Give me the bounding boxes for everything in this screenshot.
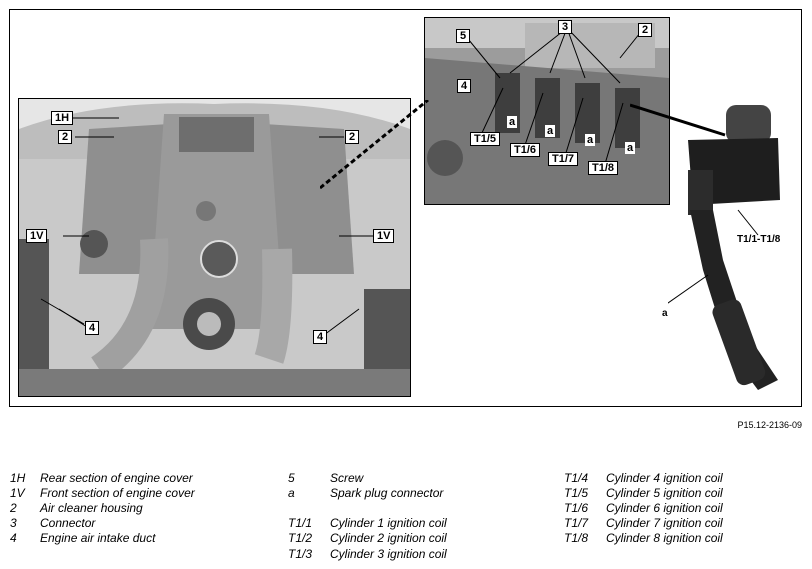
legend-item: 1H Rear section of engine cover — [10, 470, 195, 485]
coil-plug-label: a — [662, 308, 668, 319]
legend-item: T1/4 Cylinder 4 ignition coil — [564, 470, 723, 485]
legend-code: T1/8 — [564, 531, 589, 546]
legend-item: T1/6 Cylinder 6 ignition coil — [564, 500, 723, 515]
legend-code: T1/4 — [564, 470, 589, 485]
legend-code: a — [288, 485, 295, 500]
legend-text: Engine air intake duct — [40, 531, 156, 546]
legend-item: 2 Air cleaner housing — [10, 500, 195, 515]
legend-code: 4 — [10, 531, 17, 546]
detail-label-t16: T1/6 — [510, 143, 541, 157]
coil-range-label: T1/1-T1/8 — [737, 234, 781, 245]
label-1v-right: 1V — [373, 229, 395, 243]
legend-code: 1V — [10, 485, 25, 500]
legend-item: 3 Connector — [10, 516, 195, 531]
legend-column-1: 1H Rear section of engine cover 1V Front s… — [10, 470, 195, 546]
legend-item: T1/3 Cylinder 3 ignition coil — [288, 546, 447, 561]
legend-code: T1/2 — [288, 531, 313, 546]
legend-item: 5 Screw — [288, 470, 447, 485]
label-2-left: 2 — [58, 130, 73, 144]
legend-text: Cylinder 6 ignition coil — [606, 500, 723, 515]
legend-text: Air cleaner housing — [40, 500, 143, 515]
detail-label-4: 4 — [457, 79, 472, 93]
legend-text: Cylinder 5 ignition coil — [606, 485, 723, 500]
legend-text: Cylinder 3 ignition coil — [330, 546, 447, 561]
legend-text: Spark plug connector — [330, 485, 444, 500]
legend-code: 3 — [10, 516, 17, 531]
label-1h: 1H — [51, 111, 74, 125]
legend-code: 1H — [10, 470, 26, 485]
detail-label-t18: T1/8 — [588, 161, 619, 175]
detail-label-a-4: a — [625, 142, 636, 154]
label-4-right: 4 — [313, 330, 328, 344]
label-4-left: 4 — [85, 321, 100, 335]
ignition-coil-photo — [668, 100, 800, 400]
legend-item: T1/5 Cylinder 5 ignition coil — [564, 485, 723, 500]
legend-spacer — [288, 500, 447, 515]
legend-code: T1/1 — [288, 516, 313, 531]
legend-item: T1/7 Cylinder 7 ignition coil — [564, 516, 723, 531]
engine-overview-photo — [18, 98, 411, 397]
zoom-connector-right — [630, 103, 726, 137]
legend-text: Cylinder 2 ignition coil — [330, 531, 447, 546]
legend-code: T1/5 — [564, 485, 589, 500]
detail-label-3: 3 — [558, 20, 573, 34]
detail-label-a-1: a — [507, 116, 518, 128]
detail-label-a-2: a — [545, 125, 556, 137]
legend-item: 4 Engine air intake duct — [10, 531, 195, 546]
detail-label-5: 5 — [456, 29, 471, 43]
legend-item: a Spark plug connector — [288, 485, 447, 500]
legend-text: Cylinder 1 ignition coil — [330, 516, 447, 531]
legend-text: Cylinder 8 ignition coil — [606, 531, 723, 546]
legend-item: 1V Front section of engine cover — [10, 485, 195, 500]
zoom-connector — [320, 100, 429, 190]
legend-item: T1/1 Cylinder 1 ignition coil — [288, 516, 447, 531]
figure-id: P15.12-2136-09 — [737, 420, 802, 430]
legend-text: Connector — [40, 516, 96, 531]
detail-label-a-3: a — [585, 134, 596, 146]
legend-text: Front section of engine cover — [40, 485, 195, 500]
legend-text: Cylinder 4 ignition coil — [606, 470, 723, 485]
detail-label-t17: T1/7 — [548, 152, 579, 166]
legend-code: T1/7 — [564, 516, 589, 531]
legend-item: T1/8 Cylinder 8 ignition coil — [564, 531, 723, 546]
legend-text: Rear section of engine cover — [40, 470, 193, 485]
legend-text: Cylinder 7 ignition coil — [606, 516, 723, 531]
legend-code: 5 — [288, 470, 295, 485]
legend-code: 2 — [10, 500, 17, 515]
detail-label-t15: T1/5 — [470, 132, 501, 146]
detail-label-2: 2 — [638, 23, 653, 37]
legend-item: T1/2 Cylinder 2 ignition coil — [288, 531, 447, 546]
label-2-right: 2 — [345, 130, 360, 144]
legend-code: T1/6 — [564, 500, 589, 515]
label-1v-left: 1V — [26, 229, 48, 243]
legend-text: Screw — [330, 470, 364, 485]
legend-code: T1/3 — [288, 546, 313, 561]
